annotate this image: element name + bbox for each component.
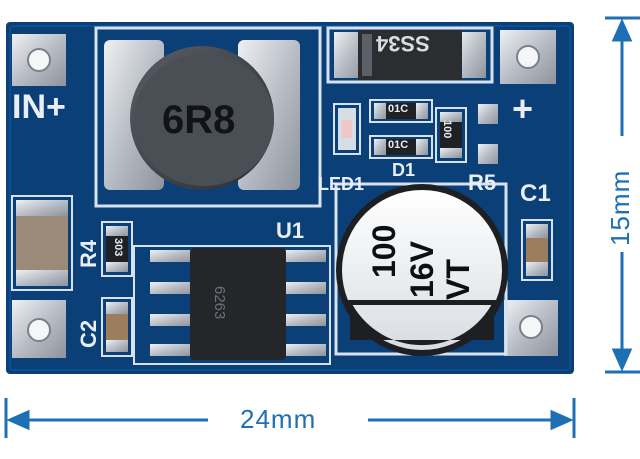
mounting-hole-bottom-right — [504, 300, 558, 356]
ic-u1 — [133, 245, 331, 365]
led1 — [333, 103, 361, 155]
capacitor-marking-line-2: 16V — [404, 241, 440, 298]
pads-near-r5 — [478, 104, 498, 164]
inductor — [94, 26, 322, 208]
silk-u1: U1 — [276, 218, 305, 243]
silk-r4: R4 — [76, 239, 101, 268]
resistor-r4-marking: 303 — [112, 238, 124, 257]
width-dimension-label: 24mm — [240, 404, 317, 434]
capacitor-marking-line-3: VT — [440, 259, 476, 300]
resistor-r2 — [369, 135, 433, 159]
silk-d1: D1 — [392, 160, 416, 180]
electrolytic-capacitor — [334, 182, 508, 356]
capacitor-marking-line-1: 100 — [366, 224, 402, 278]
resistor-r4 — [101, 221, 133, 277]
resistor-marking-1: 01C — [388, 103, 409, 115]
diode-ss34 — [326, 26, 494, 84]
silk-in-plus: IN+ — [12, 88, 66, 126]
capacitor-c2 — [101, 297, 133, 357]
capacitor-marking: 100 — [366, 158, 408, 278]
capacitor-marking-3: VT — [440, 180, 482, 300]
mounting-hole-bottom-left — [12, 300, 66, 358]
resistor-r5-marking: 100 — [441, 120, 453, 139]
silk-c2: C2 — [76, 319, 101, 348]
inductor-marking: 6R8 — [162, 98, 236, 142]
silk-c1: C1 — [520, 180, 551, 207]
height-dimension-label: 15mm — [605, 169, 635, 246]
horizontal-dimension-line — [4, 398, 576, 438]
resistor-r5 — [435, 107, 467, 163]
resistor-marking-2: 01C — [388, 139, 409, 151]
silk-r5: R5 — [468, 170, 497, 195]
mounting-hole-top-left — [12, 34, 66, 86]
diode-marking: SS34 — [376, 31, 430, 56]
ic-marking: 6263 — [211, 286, 228, 320]
resistor-r1 — [369, 99, 433, 123]
mounting-hole-top-right — [500, 30, 556, 84]
capacitor-c1 — [521, 219, 553, 281]
silk-led1: LED1 — [318, 174, 365, 194]
capacitor-left-large — [11, 195, 73, 291]
vertical-dimension-line — [605, 16, 640, 374]
silk-out-plus: + — [512, 88, 534, 129]
